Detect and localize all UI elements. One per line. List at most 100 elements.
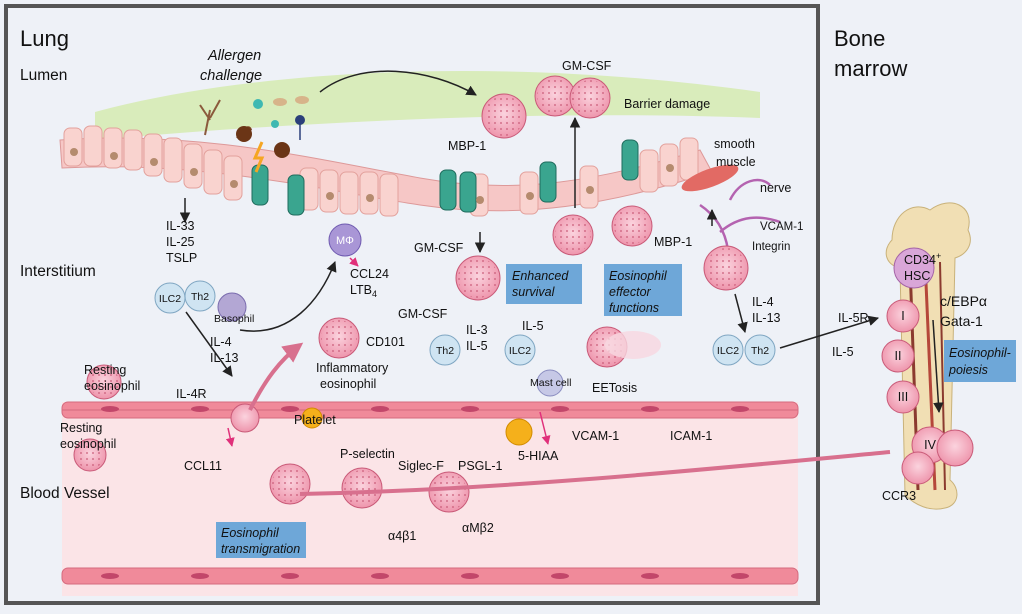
transmigration-box [216,522,306,558]
enhanced-label-2: survival [512,285,556,299]
interstitium-label: Interstitium [20,263,96,280]
allergen-label-1: Allergen [207,48,261,64]
amb2-label: αMβ2 [462,521,494,535]
ilc2-left-label: ILC2 [159,293,181,305]
basophil-cell [217,292,247,322]
siglec-f-label: Siglec-F [398,459,444,473]
integrin-label: Integrin [752,241,790,253]
mast-cell-label: Mast cell [530,377,571,389]
enhanced-label-1: Enhanced [512,269,569,283]
macrophage-label: MΦ [336,235,354,247]
ccl24-label: CCL24 [350,267,389,281]
ccr3-label: CCR3 [882,489,916,503]
allergen-label-2: challenge [200,68,262,84]
effector-label-3: functions [609,301,659,315]
ilc2-mid-label: ILC2 [509,345,531,357]
inflammatory-label-1: Inflammatory [316,361,389,375]
cebpa-label: c/EBPα [940,293,987,309]
a4b1-label: α4β1 [388,529,416,543]
lower-endothelium [61,567,799,585]
ltb4-label: LTB4 [350,283,377,299]
macrophage-cell [328,223,362,257]
eosinophilpoiesis-box [944,340,1016,382]
bone-marrow-title-2: marrow [834,56,907,81]
resting-2-label-2: eosinophil [60,437,116,451]
mbp1-right-label: MBP-1 [654,235,692,249]
nerve-fibers [699,178,781,251]
il5-bm-label: IL-5 [832,345,854,359]
poiesis-label-1: Eosinophil- [949,346,1011,360]
stage-2-label: II [895,349,902,363]
enhanced-survival-box [506,264,582,304]
eosinophil-stage-cells [881,247,974,485]
il4r-label: IL-4R [176,387,207,401]
th2-left-label: Th2 [191,291,209,303]
airway-epithelium [59,125,713,217]
gmcsf-mid-label: GM-CSF [414,241,464,255]
circulation-path [299,450,891,496]
resting-2-label-1: Resting [60,421,102,435]
il5r-label: IL-5R [838,311,869,325]
tslp-label: TSLP [166,251,197,265]
cd34-label: CD34+ [904,251,941,267]
il25-label: IL-25 [166,235,195,249]
smooth-label-1: smooth [714,137,755,151]
il5-b-label: IL-5 [522,319,544,333]
nerve-label: nerve [760,181,791,195]
platelet-cells [301,407,533,446]
effector-functions-box [604,264,682,316]
mast-cell [536,369,564,397]
resting-1-label-1: Resting [84,363,126,377]
effector-label-1: Eosinophil [609,269,668,283]
gata1-label: Gata-1 [940,313,983,329]
mbp1-left-label: MBP-1 [448,139,486,153]
barrier-damage-label: Barrier damage [624,97,710,111]
inflammatory-label-2: eosinophil [320,377,376,391]
ilc2-right-label: ILC2 [717,345,739,357]
transmigration-label-2: transmigration [221,542,300,556]
icam1-label: ICAM-1 [670,429,712,443]
th2-mid-label: Th2 [436,345,454,357]
lumen-label: Lumen [20,67,67,84]
smooth-muscle-cell [681,164,739,192]
eetosis-label: EETosis [592,381,637,395]
il13-right-label: IL-13 [752,311,781,325]
smooth-label-2: muscle [716,155,756,169]
bone-marrow-title-1: Bone [834,26,885,51]
hiaa-label: 5-HIAA [518,449,559,463]
cytokine-arrows [225,257,551,447]
th2-right-label: Th2 [751,345,769,357]
platelet-label: Platelet [294,413,336,427]
p-selectin-label: P-selectin [340,447,395,461]
hsc-label: HSC [904,269,930,283]
flow-arrows [179,70,944,414]
il4-left-label: IL-4 [210,335,232,349]
eetosis-cloud [605,331,661,359]
il3-label: IL-3 [466,323,488,337]
effector-label-2: effector [609,285,652,299]
vcam1-vessel-label: VCAM-1 [572,429,619,443]
vcam1-right-label: VCAM-1 [760,221,803,233]
gmcsf-top-label: GM-CSF [562,59,612,73]
blood-vessel-label: Blood Vessel [20,485,110,502]
il33-label: IL-33 [166,219,195,233]
stage-3-label: III [898,390,908,404]
il13-left-label: IL-13 [210,351,239,365]
stage-1-label: I [901,309,904,323]
allergen-particles [199,96,309,173]
upper-endothelium [61,401,799,419]
transmigration-label-1: Eosinophil [221,526,280,540]
psgl1-label: PSGL-1 [458,459,503,473]
cd101-label: CD101 [366,335,405,349]
ccl11-label: CCL11 [184,459,222,473]
lung-title: Lung [20,26,69,51]
transmigration-path [248,342,304,411]
il5-a-label: IL-5 [466,339,488,353]
poiesis-label-2: poiesis [948,363,988,377]
gmcsf-left-label: GM-CSF [398,307,448,321]
stage-4-label: IV [924,438,936,452]
lymphocyte-cells [154,280,776,366]
resting-1-label-2: eosinophil [84,379,140,393]
